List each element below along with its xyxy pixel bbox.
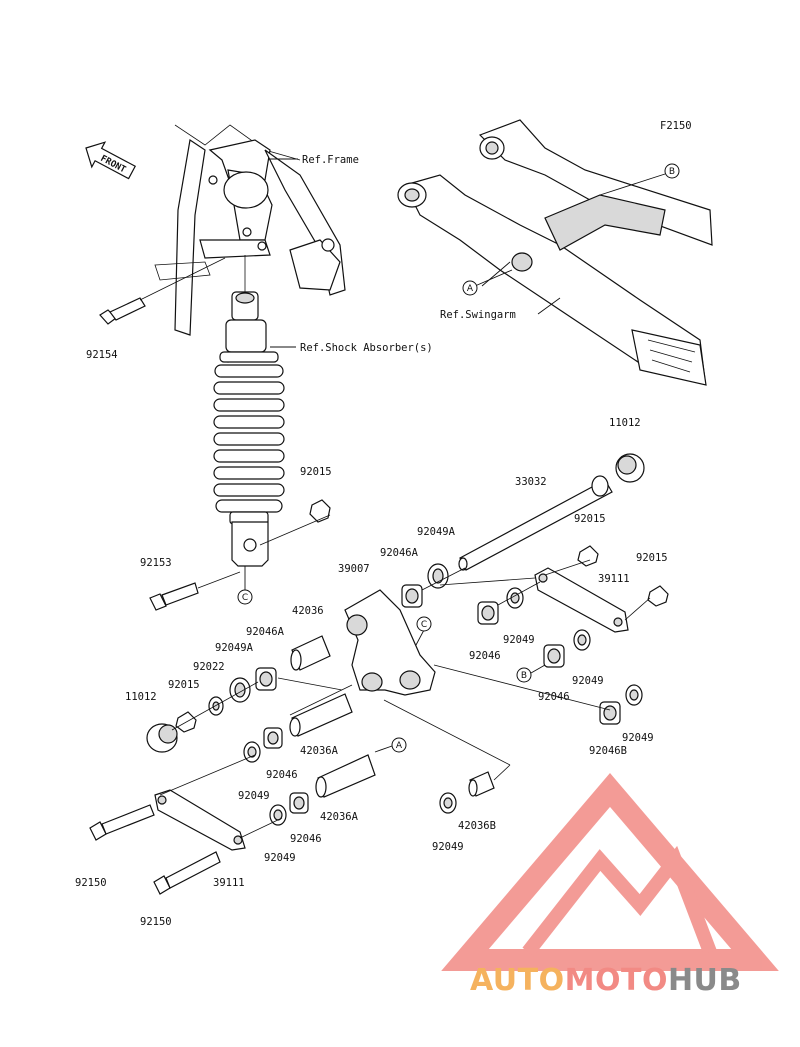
part-label: 92049 — [622, 732, 654, 744]
watermark-hub: HUB — [667, 963, 742, 998]
watermark-auto: AUTO — [470, 963, 565, 998]
swingarm-drawing — [397, 119, 713, 386]
part-label: 92049 — [238, 790, 270, 802]
bolt-92150-lower-icon — [153, 851, 221, 895]
svg-text:B: B — [521, 671, 527, 681]
svg-text:C: C — [421, 620, 427, 630]
ref-swingarm-label: Ref.Swingarm — [440, 309, 516, 321]
seal-92049-r3-icon — [625, 684, 643, 706]
part-label: 11012 — [609, 417, 641, 429]
part-label: 92046 — [266, 769, 298, 781]
tie-rod-39111-upper-icon — [534, 567, 629, 633]
callout-b-lower: B — [516, 664, 546, 683]
watermark-wordmark: AUTOMOTOHUB — [470, 963, 800, 1003]
part-label: 92150 — [140, 916, 172, 928]
part-label: 92046A — [246, 626, 285, 638]
rocker-arm-39007-icon — [344, 589, 436, 696]
part-label: 42036 — [292, 605, 324, 617]
bearing-92046-r1-icon — [477, 601, 499, 625]
ref-frame-label: Ref.Frame — [302, 154, 359, 166]
bearing-92046a-lower-icon — [255, 667, 277, 691]
bolt-92150-upper-icon — [89, 804, 155, 841]
watermark-logo-icon — [441, 773, 779, 971]
part-label: 11012 — [125, 691, 157, 703]
part-label: 39111 — [213, 877, 245, 889]
part-label: 92015 — [636, 552, 668, 564]
seal-92049-l1-icon — [243, 741, 261, 763]
seal-92049a-lower-icon — [229, 677, 251, 703]
ref-shock-absorber-label: Ref.Shock Absorber(s) — [300, 342, 433, 354]
part-label: 92046 — [290, 833, 322, 845]
part-label: 92154 — [86, 349, 118, 361]
tie-rod-39111-lower-icon — [154, 789, 246, 851]
part-label: 92049 — [264, 852, 296, 864]
part-label: 92049A — [215, 642, 254, 654]
part-label: 92049 — [572, 675, 604, 687]
bearing-92046a-upper-icon — [401, 584, 423, 608]
seal-92049-r2-icon — [573, 629, 591, 651]
bearing-92046-l2-icon — [289, 792, 309, 814]
part-label: 92015 — [574, 513, 606, 525]
nut-92015-b-icon — [647, 585, 669, 607]
assembly-lines — [159, 514, 651, 839]
part-label: 33032 — [515, 476, 547, 488]
callout-b-top: B — [599, 163, 680, 196]
part-label: 92150 — [75, 877, 107, 889]
bolt-92154-icon — [99, 257, 226, 325]
part-label: 92046 — [469, 650, 501, 662]
watermark-moto: MOTO — [564, 963, 668, 998]
washer-92022-icon — [208, 696, 224, 716]
sleeve-42036b-icon — [468, 771, 495, 797]
front-arrow-icon: FRONT — [85, 141, 137, 180]
part-label: 92015 — [300, 466, 332, 478]
sleeve-42036a-upper-icon — [289, 693, 353, 737]
frame-drawing — [154, 124, 346, 336]
part-labels: 92154 11012 33032 92015 92049A 92046A 92… — [75, 349, 668, 928]
svg-text:A: A — [467, 284, 474, 294]
shock-absorber-drawing — [213, 255, 285, 567]
sleeve-42036-icon — [290, 635, 331, 671]
bearing-92046-l1-icon — [263, 727, 283, 749]
part-label: 92046A — [380, 547, 419, 559]
figure-code: F2150 — [660, 120, 692, 132]
nut-92015-shock-icon — [309, 499, 331, 523]
callout-a-lower: A — [374, 737, 407, 753]
seal-92049a-upper-icon — [427, 563, 449, 589]
bearing-92046b-icon — [599, 701, 621, 725]
sleeve-42036a-lower-icon — [315, 754, 376, 798]
part-label: 39007 — [338, 563, 370, 575]
svg-text:C: C — [242, 593, 248, 603]
cap-11012-lower-icon — [146, 723, 178, 753]
part-label: 92049 — [432, 841, 464, 853]
callout-a-top: A — [462, 269, 513, 296]
part-label: 92049A — [417, 526, 456, 538]
part-label: 42036A — [320, 811, 359, 823]
part-label: 92046 — [538, 691, 570, 703]
axle-33032-icon — [458, 475, 613, 571]
part-label: 42036B — [458, 820, 496, 832]
part-label: 92049 — [503, 634, 535, 646]
part-label: 42036A — [300, 745, 339, 757]
part-label: 92015 — [168, 679, 200, 691]
seal-92049-l2-icon — [269, 804, 287, 826]
bearing-92046-r2-icon — [543, 644, 565, 668]
seal-92049-bottom-icon — [439, 792, 457, 814]
part-label: 92046B — [589, 745, 627, 757]
svg-text:A: A — [396, 741, 403, 751]
callout-c-shock: C — [237, 566, 253, 605]
part-label: 92153 — [140, 557, 172, 569]
seal-92049-r1-icon — [506, 587, 524, 609]
part-label: 92022 — [193, 661, 225, 673]
bolt-92153-icon — [149, 571, 241, 611]
cap-11012-upper-icon — [615, 453, 645, 483]
part-label: 39111 — [598, 573, 630, 585]
svg-text:B: B — [669, 167, 675, 177]
nut-92015-a-icon — [577, 545, 599, 567]
